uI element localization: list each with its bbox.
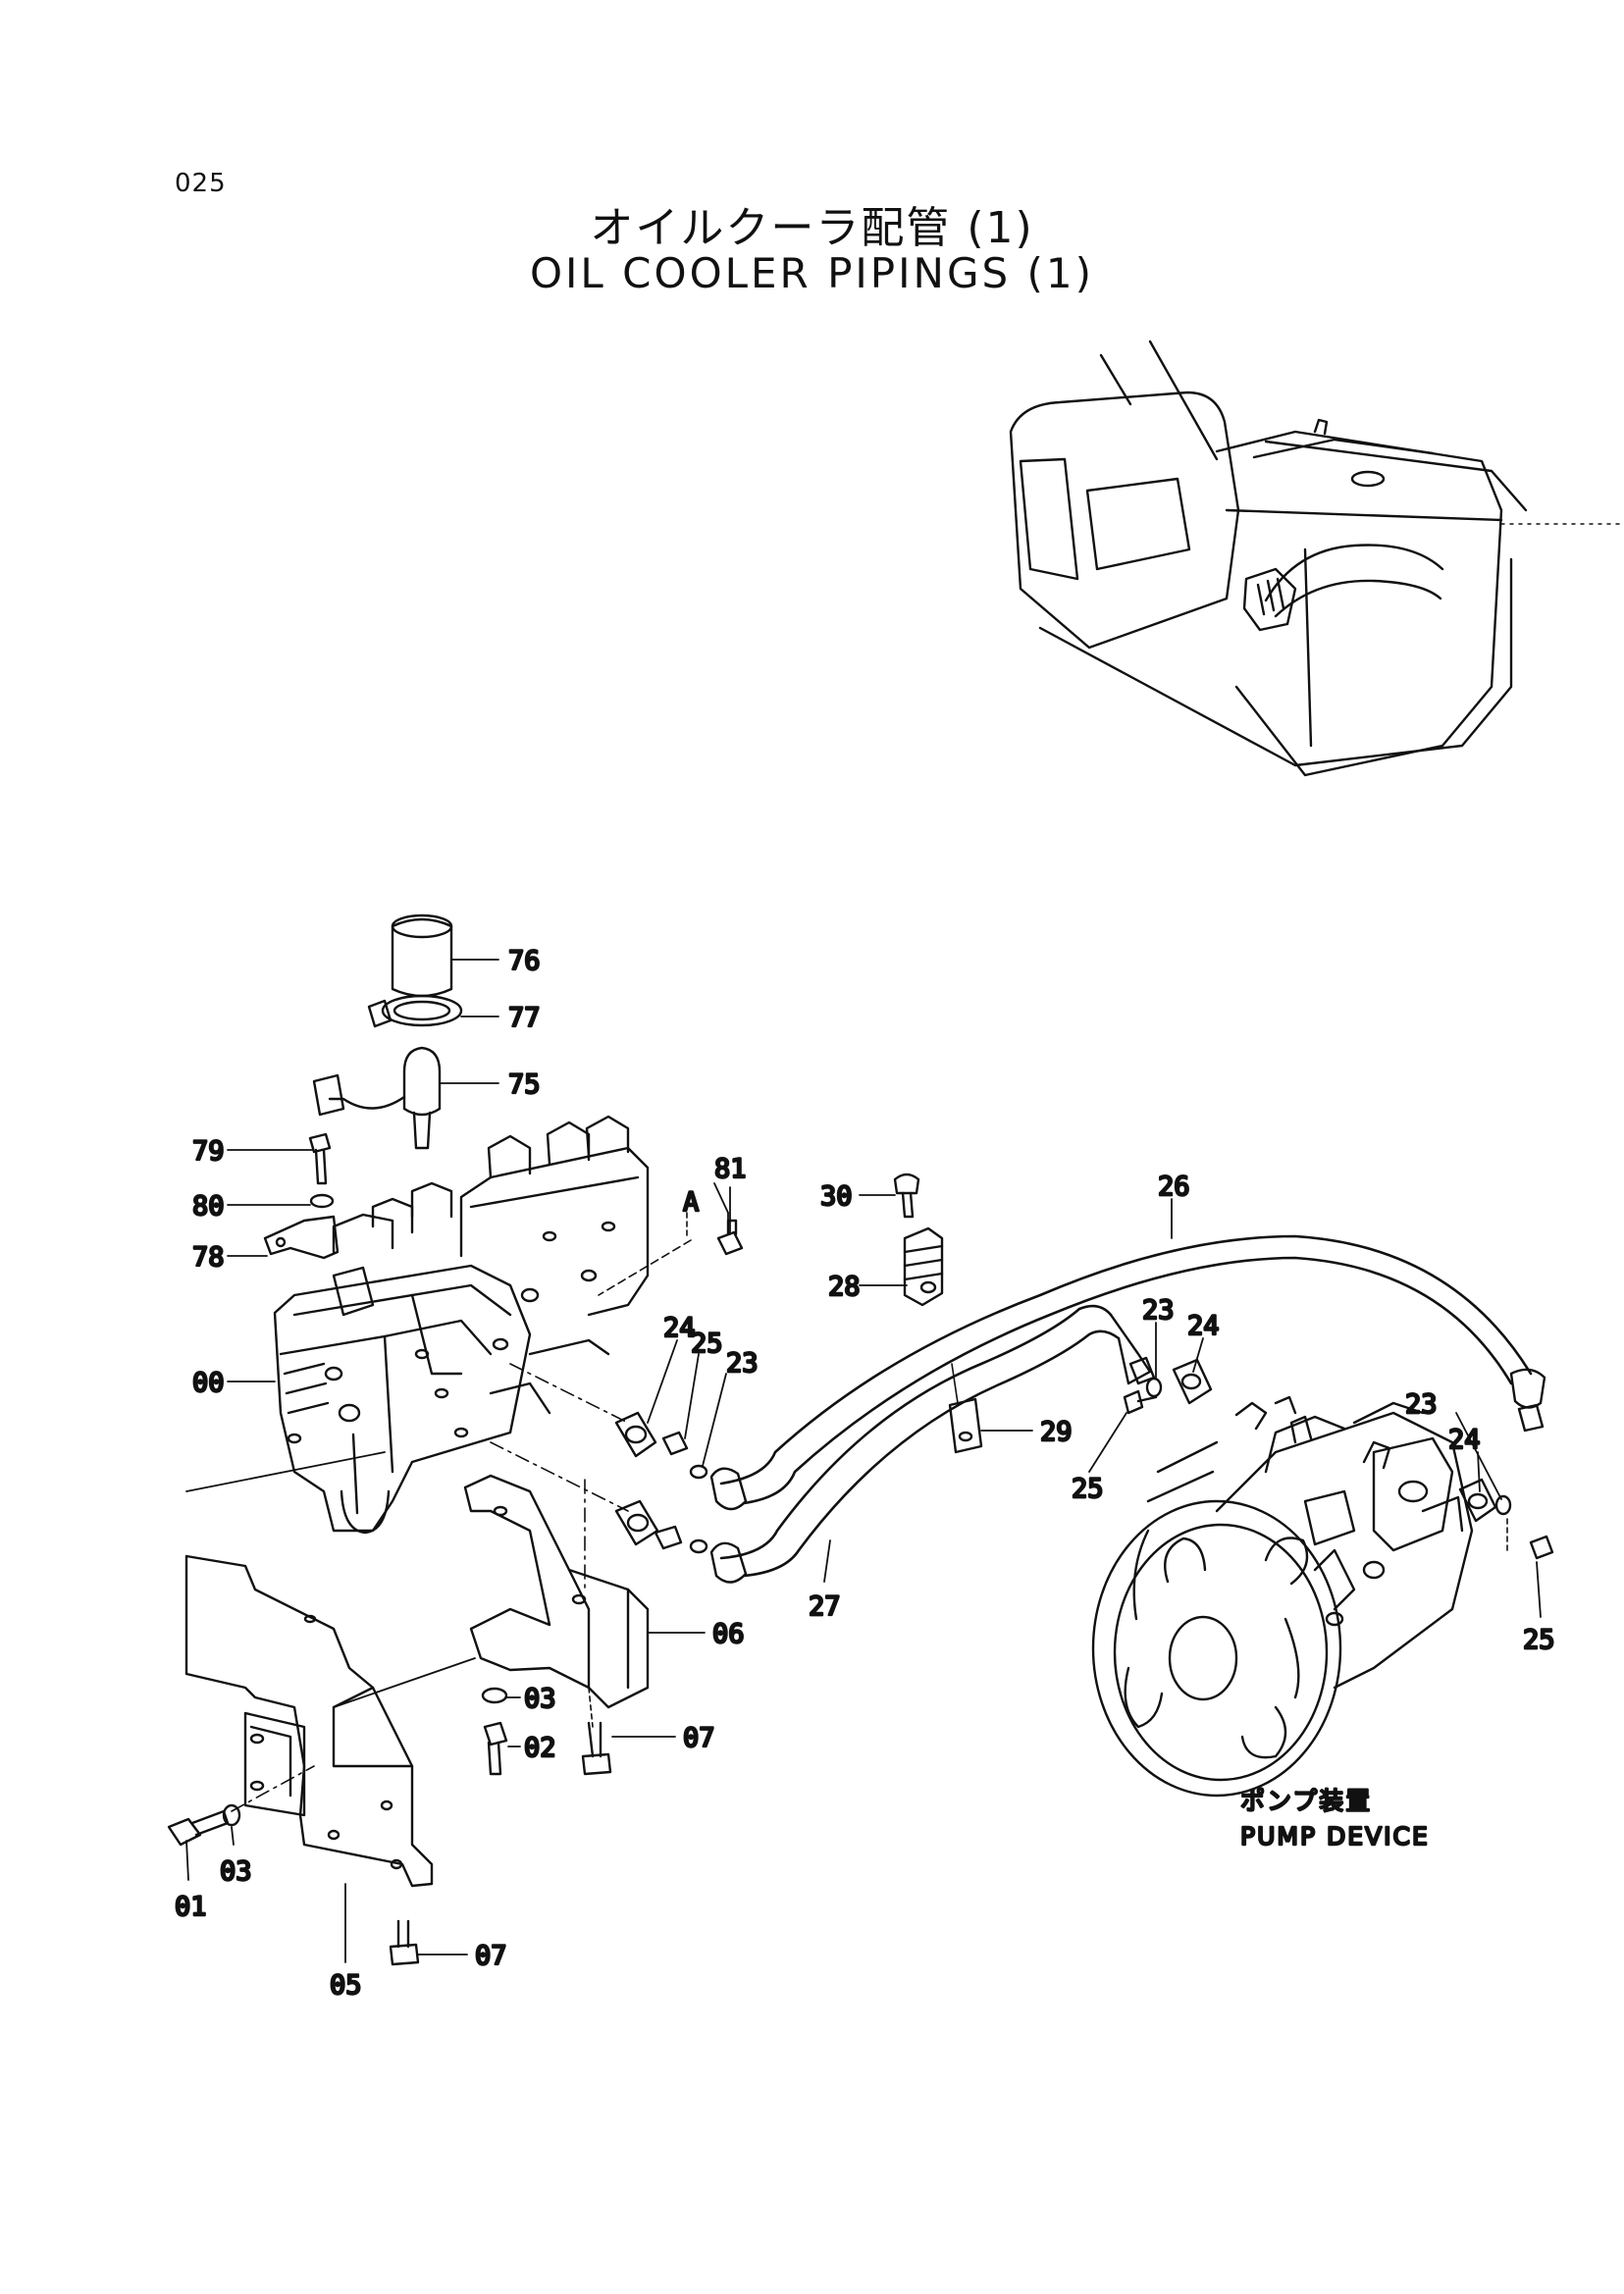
washer-03-lower — [222, 1803, 241, 1827]
part-label-24-pump: 24 — [1187, 1311, 1220, 1341]
part-label-28: 28 — [828, 1272, 861, 1302]
solenoid-valve — [312, 1046, 442, 1150]
hose-26 — [709, 1234, 1546, 1511]
part-label-25-right: 25 — [1523, 1625, 1555, 1655]
part-label-03-upper: 03 — [524, 1684, 556, 1714]
bolt-01 — [167, 1809, 230, 1847]
part-label-03-lower: 03 — [220, 1856, 252, 1887]
part-label-05: 05 — [330, 1970, 362, 2001]
part-label-07-lower: 07 — [475, 1941, 507, 1971]
part-label-25-valve: 25 — [691, 1329, 723, 1359]
o-ring-lower — [689, 1538, 708, 1554]
part-label-23-right: 23 — [1405, 1389, 1438, 1420]
reference-letter-a: A — [683, 1187, 699, 1218]
part-label-23-pump: 23 — [1142, 1295, 1175, 1326]
control-valve-body — [273, 1115, 650, 1535]
part-label-75: 75 — [508, 1069, 541, 1100]
part-label-24-valve: 24 — [663, 1313, 696, 1343]
flange-valve-lower — [614, 1499, 683, 1550]
part-label-00: 00 — [192, 1368, 225, 1398]
part-label-24-right: 24 — [1448, 1425, 1481, 1455]
part-label-78: 78 — [192, 1242, 225, 1273]
clamp-29 — [948, 1363, 983, 1454]
part-label-77: 77 — [508, 1003, 541, 1033]
cover-plate-05 — [184, 1451, 476, 1888]
part-label-80: 80 — [192, 1191, 225, 1222]
part-label-30: 30 — [820, 1181, 853, 1212]
part-label-25-pump: 25 — [1072, 1474, 1104, 1504]
part-label-27: 27 — [809, 1591, 841, 1622]
part-label-07-upper: 07 — [683, 1723, 715, 1753]
hose-27 — [709, 1304, 1156, 1584]
flange-pump-upper — [1123, 1358, 1213, 1415]
part-label-02: 02 — [524, 1733, 556, 1763]
part-label-29: 29 — [1040, 1417, 1073, 1447]
pump-device-illustration — [1091, 1395, 1474, 1798]
pump-caption-japanese: ポンプ装置 — [1240, 1787, 1372, 1815]
page-title-japanese: オイルクーラ配管 (1) — [590, 203, 1034, 253]
solenoid-clamp — [367, 994, 463, 1028]
part-label-79: 79 — [192, 1136, 225, 1167]
bolt-30 — [893, 1173, 920, 1219]
bolt-02 — [483, 1721, 508, 1776]
excavator-inset-illustration — [1009, 339, 1620, 777]
plug-81 — [716, 1219, 744, 1256]
part-label-01: 01 — [175, 1892, 207, 1922]
pump-caption-english: PUMP DEVICE — [1240, 1822, 1430, 1851]
o-ring-upper — [689, 1464, 708, 1480]
part-label-06: 06 — [712, 1619, 745, 1649]
bolt-07-lower — [389, 1919, 420, 1966]
washer-80 — [309, 1193, 335, 1209]
part-label-23-valve: 23 — [726, 1348, 759, 1379]
clamp-28 — [903, 1226, 944, 1307]
page-title-english: OIL COOLER PIPINGS (1) — [529, 249, 1094, 297]
washer-03-upper — [481, 1687, 508, 1704]
flange-valve-upper — [614, 1411, 689, 1458]
bolt-07-upper — [581, 1721, 612, 1776]
part-label-26: 26 — [1158, 1172, 1190, 1202]
solenoid-cap — [391, 913, 453, 998]
bracket-78 — [263, 1215, 340, 1260]
part-label-76: 76 — [508, 946, 541, 976]
flange-pump-right — [1458, 1478, 1554, 1560]
part-label-81: 81 — [714, 1154, 747, 1184]
bolt-79 — [308, 1132, 332, 1185]
bracket-06 — [463, 1474, 650, 1709]
page-number: 025 — [175, 169, 227, 198]
leader-lines — [185, 959, 1542, 1963]
